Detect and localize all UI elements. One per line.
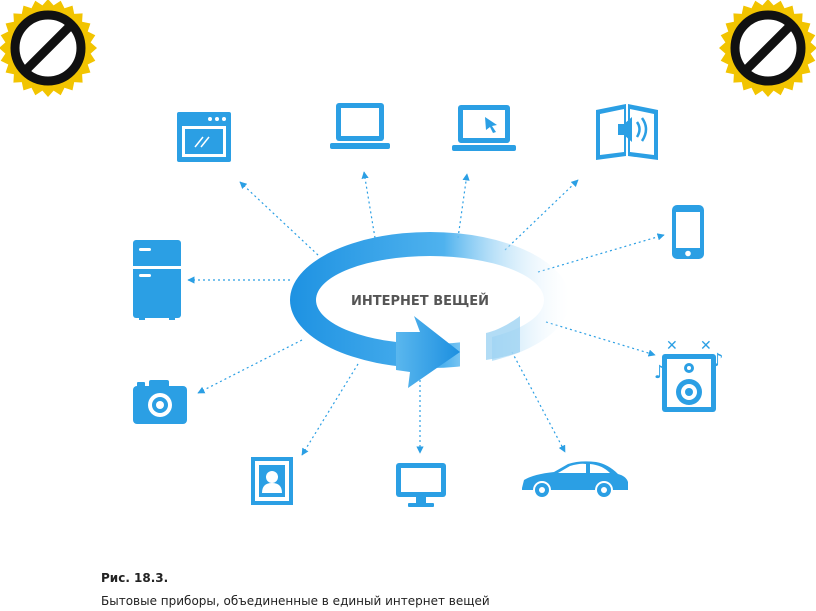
connector-lines — [187, 171, 665, 456]
laptop-cursor-icon — [452, 105, 516, 151]
svg-text:✕: ✕ — [666, 338, 678, 354]
camera-icon — [133, 380, 187, 424]
audiobook-icon — [596, 104, 658, 160]
photo-frame-icon — [251, 457, 293, 505]
laptop-icon — [330, 103, 390, 149]
monitor-icon — [396, 463, 446, 507]
no-sign-badge-icon — [719, 0, 816, 97]
connector-smartphone — [537, 233, 665, 273]
connector-camera — [197, 339, 303, 394]
connector-car — [511, 351, 566, 453]
figure-number: Рис. 18.3. — [101, 571, 169, 585]
oven-icon — [177, 112, 231, 162]
smartphone-icon — [672, 205, 704, 259]
connector-photo-frame — [301, 363, 359, 456]
internet-of-things-ring — [290, 232, 570, 388]
badge-slash — [21, 21, 75, 75]
speaker-icon: ✕ ✕ ♪ ♪ — [654, 338, 724, 412]
connector-oven — [239, 181, 319, 256]
figure-caption: Бытовые приборы, объединенные в единый и… — [101, 594, 490, 608]
badge-slash — [741, 21, 795, 75]
connector-laptop-cursor — [457, 173, 470, 239]
svg-text:✕: ✕ — [700, 338, 712, 354]
car-icon — [522, 461, 628, 499]
ring-arrow-head — [396, 316, 460, 388]
connector-laptop — [361, 171, 376, 239]
no-sign-badge-icon — [0, 0, 97, 97]
refrigerator-icon — [133, 240, 181, 320]
svg-text:♪: ♪ — [712, 350, 724, 371]
connector-audiobook — [504, 179, 579, 251]
svg-text:♪: ♪ — [654, 362, 666, 383]
center-label: ИНТЕРНЕТ ВЕЩЕЙ — [351, 293, 489, 309]
connector-speaker — [545, 321, 656, 357]
